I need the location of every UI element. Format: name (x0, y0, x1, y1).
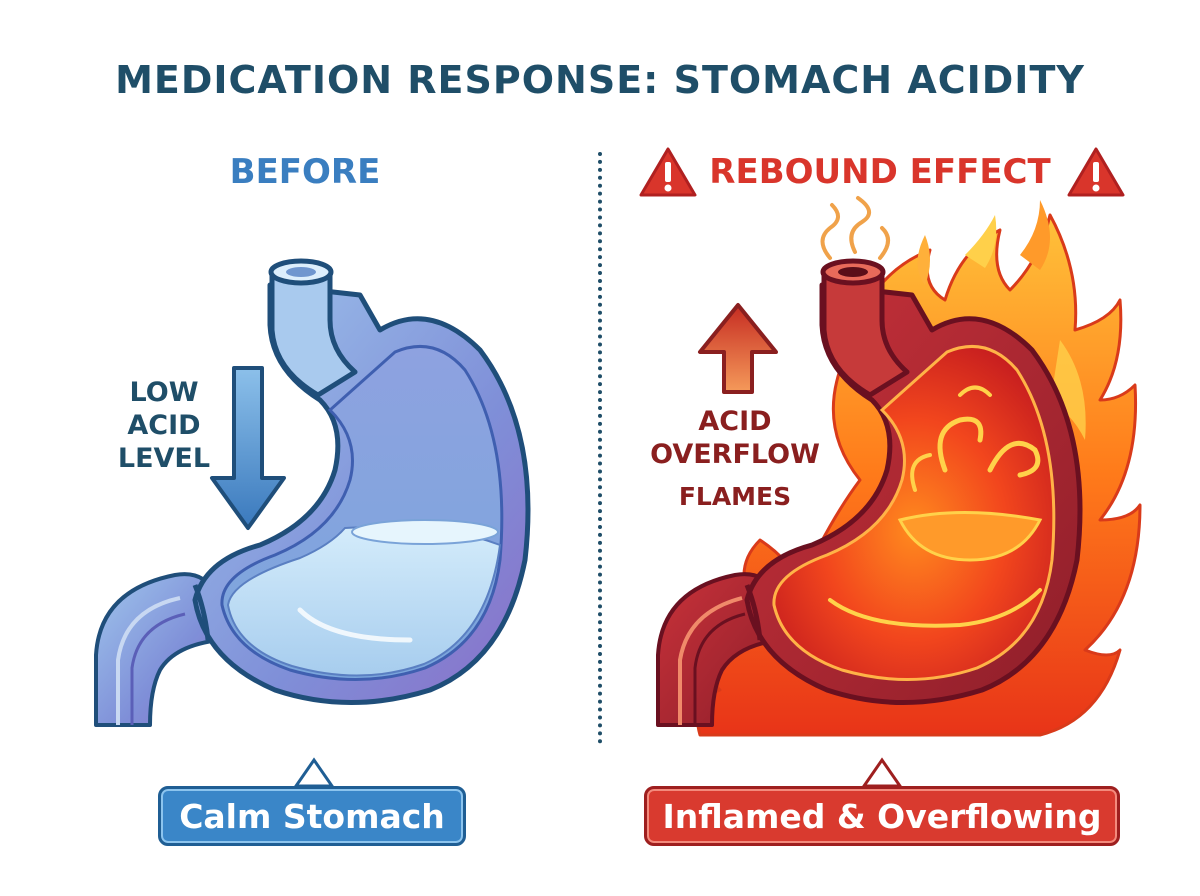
inflamed-badge-pointer (864, 760, 900, 786)
inflamed-overflowing-badge: Inflamed & Overflowing (644, 786, 1120, 846)
acid-overflow-line-2: OVERFLOW (645, 438, 825, 471)
up-arrow-icon (700, 305, 776, 392)
low-acid-level-label: LOW ACID LEVEL (105, 376, 223, 475)
calm-stomach-badge: Calm Stomach (158, 786, 466, 846)
steam-icon (823, 198, 889, 258)
low-acid-line-3: LEVEL (105, 442, 223, 475)
low-acid-line-1: LOW (105, 376, 223, 409)
acid-overflow-line-1: ACID (645, 405, 825, 438)
low-acid-line-2: ACID (105, 409, 223, 442)
flames-label: FLAMES (660, 480, 810, 513)
acid-overflow-label: ACID OVERFLOW (645, 405, 825, 471)
calm-stomach (96, 261, 528, 725)
calm-badge-pointer (296, 760, 332, 786)
